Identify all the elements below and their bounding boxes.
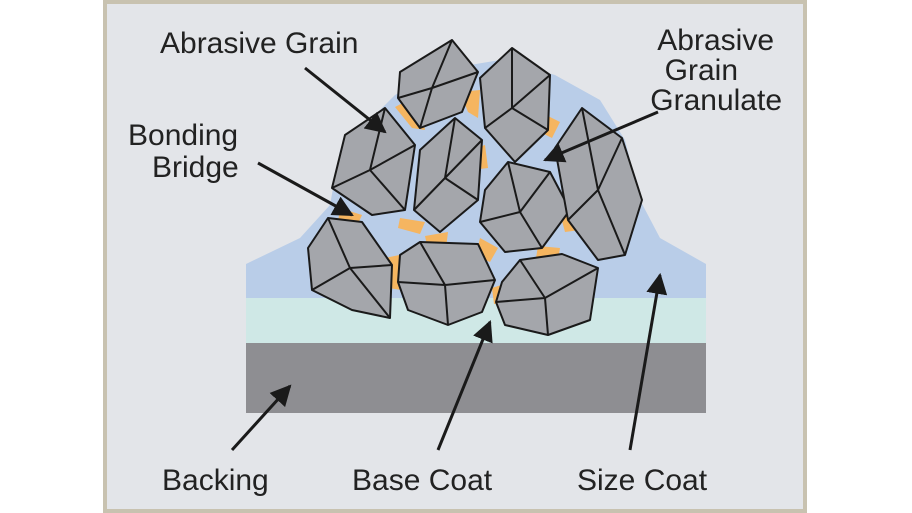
arrow-icon — [628, 272, 668, 451]
label-granulate-line3: Granulate — [650, 84, 782, 117]
abrasive-grain — [479, 161, 571, 253]
label-granulate-line1: Abrasive — [657, 24, 774, 57]
bonding-bridge — [398, 218, 425, 234]
arrow-icon — [230, 384, 292, 452]
arrow-icon — [257, 161, 354, 217]
label-backing: Backing — [162, 464, 269, 497]
abrasive-grain — [495, 253, 599, 336]
abrasive-grain — [397, 241, 496, 326]
label-bonding-line1: Bonding — [128, 119, 238, 152]
abrasive-grain — [479, 47, 551, 163]
label-base-coat: Base Coat — [352, 464, 493, 497]
abrasive-grains — [307, 39, 643, 336]
arrow-icon — [543, 110, 659, 163]
abrasive-grain — [307, 217, 393, 319]
label-granulate-line2: Grain — [665, 54, 738, 87]
arrow-icon — [304, 66, 387, 134]
label-size-coat: Size Coat — [577, 464, 708, 497]
abrasive-grain — [397, 39, 479, 129]
abrasive-grain — [413, 117, 483, 233]
arrow-icon — [436, 320, 493, 451]
abrasive-grain — [331, 107, 416, 216]
label-abrasive-grain: Abrasive Grain — [160, 27, 358, 60]
leader-arrows — [230, 66, 668, 452]
label-bonding-line2: Bridge — [152, 151, 239, 184]
